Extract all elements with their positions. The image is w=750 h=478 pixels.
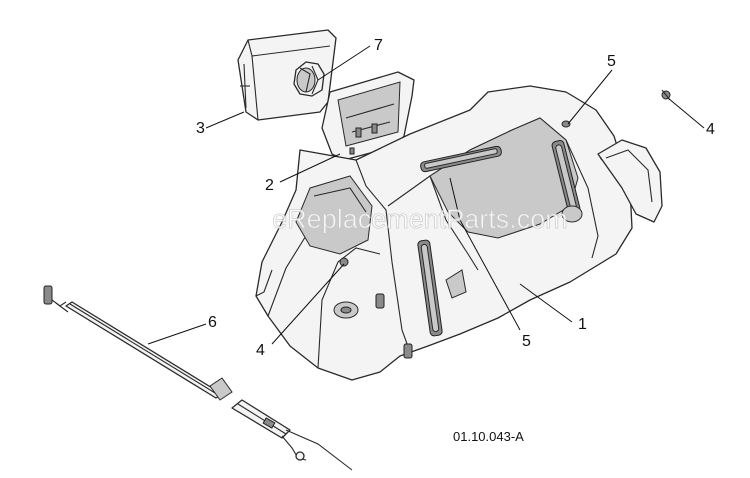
callout-6: 6 [208,314,217,331]
callout-2: 2 [265,177,274,194]
watermark-text: eReplacementParts.com [272,204,568,234]
grommet-top[interactable] [561,120,571,128]
callout-1: 1 [578,316,587,333]
callout-4-right: 4 [706,121,715,138]
callout-3: 3 [196,120,205,137]
leader-lines [147,45,705,345]
bolt-center[interactable] [339,257,349,267]
headlight-housing[interactable] [321,71,415,161]
drawing-number: 01.10.043-A [453,429,524,444]
headlight-lens[interactable] [237,29,337,121]
dash-console[interactable] [255,85,663,381]
callout-4-center: 4 [256,342,265,359]
callout-5-top: 5 [607,53,616,70]
choke-cable[interactable] [43,285,353,471]
callout-7: 7 [374,37,383,54]
callout-5-bottom: 5 [522,333,531,350]
